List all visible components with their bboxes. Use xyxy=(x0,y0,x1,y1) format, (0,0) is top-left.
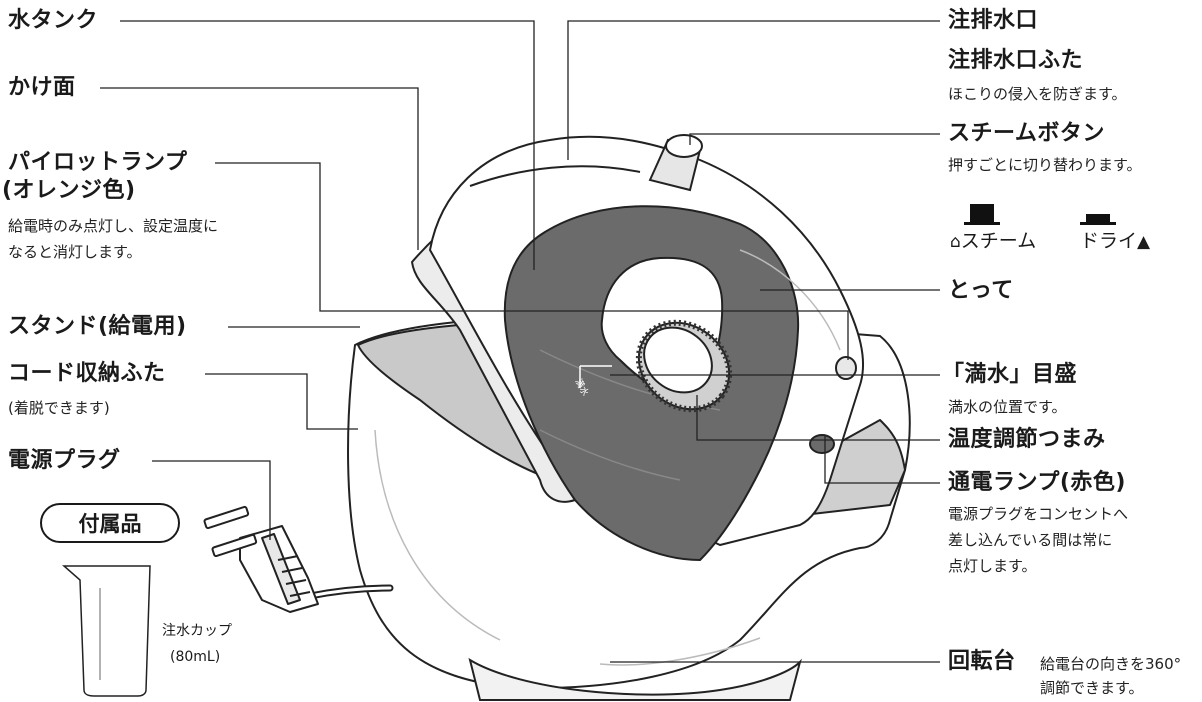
label-steam-button: スチームボタン xyxy=(948,121,1105,147)
steam-drop-icon: ⌂ xyxy=(950,232,961,252)
mode-dry: ドライ▲ xyxy=(1080,226,1150,253)
power-plug xyxy=(204,506,318,612)
label-power-lamp: 通電ランプ(赤色) xyxy=(948,470,1126,496)
mode-dry-label: ドライ xyxy=(1080,230,1137,252)
label-stand: スタンド(給電用) xyxy=(8,314,187,340)
mode-steam: ⌂スチーム xyxy=(950,226,1036,253)
button-up-icon xyxy=(970,204,994,222)
cord-cover-desc: (着脱できます) xyxy=(8,396,110,420)
pilot-lamp-desc-1: 給電時のみ点灯し、設定温度に xyxy=(8,214,218,238)
full-mark-desc: 満水の位置です。 xyxy=(948,395,1067,419)
pilot-lamp xyxy=(836,357,856,379)
fill-cap-desc: ほこりの侵入を防ぎます。 xyxy=(948,82,1127,106)
mode-indicator-icons xyxy=(964,204,1116,225)
power-lamp-desc-2: 差し込んでいる間は常に xyxy=(948,528,1112,552)
label-power-plug: 電源プラグ xyxy=(8,448,121,474)
steam-button-desc: 押すごとに切り替わります。 xyxy=(948,153,1142,177)
pilot-lamp-desc-2: なると消灯します。 xyxy=(8,240,142,264)
label-turntable: 回転台 xyxy=(948,649,1016,675)
label-pilot-lamp: パイロットランプ xyxy=(8,150,187,176)
accessory-badge: 付属品 xyxy=(40,503,180,543)
label-temp-dial: 温度調節つまみ xyxy=(948,427,1106,453)
measuring-cup xyxy=(64,566,150,696)
label-pilot-lamp-color: (オレンジ色) xyxy=(2,178,136,204)
label-fill-cap: 注排水口ふた xyxy=(948,48,1083,74)
label-handle: とって xyxy=(948,278,1014,304)
label-cord-cover: コード収納ふた xyxy=(8,361,166,387)
power-lamp-desc-3: 点灯します。 xyxy=(948,554,1037,578)
label-water-tank: 水タンク xyxy=(8,8,98,34)
label-fill-port: 注排水口 xyxy=(948,8,1038,34)
label-full-mark: 「満水」目盛 xyxy=(942,362,1077,388)
turntable-desc-1: 給電台の向きを360° xyxy=(1040,652,1181,676)
cup-name: 注水カップ xyxy=(162,620,232,642)
power-lamp-desc-1: 電源プラグをコンセントへ xyxy=(948,502,1128,526)
turntable-desc-2: 調節できます。 xyxy=(1040,676,1144,700)
mode-steam-label: スチーム xyxy=(961,230,1036,252)
cup-volume: (80mL) xyxy=(170,646,220,668)
label-soleplate: かけ面 xyxy=(8,75,76,101)
dry-drop-icon: ▲ xyxy=(1137,232,1150,252)
button-down-icon xyxy=(1086,214,1110,222)
power-lamp xyxy=(810,435,834,453)
